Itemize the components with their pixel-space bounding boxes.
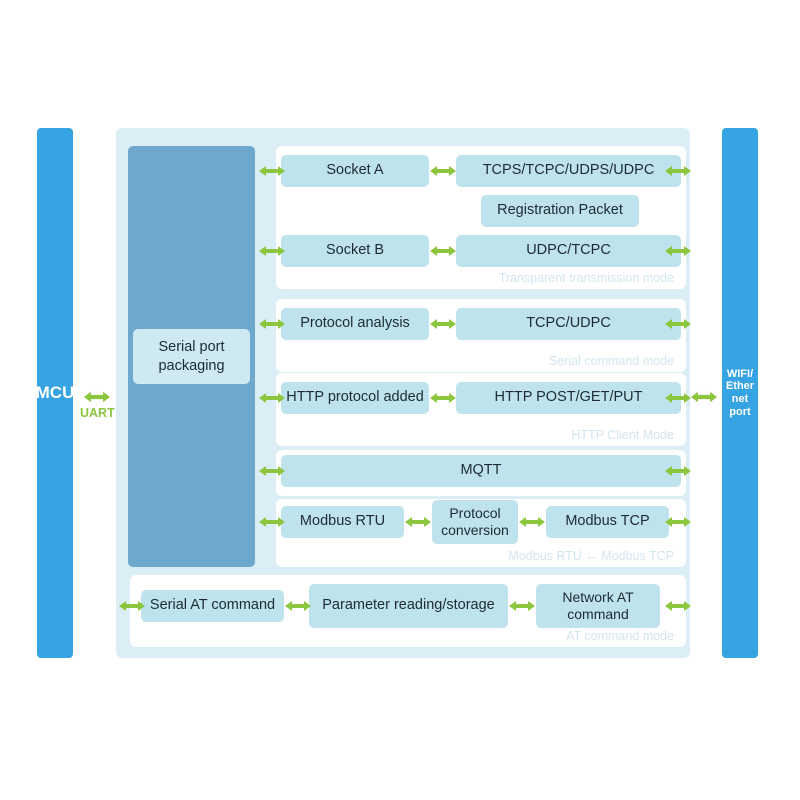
- arrow-mqtt-to-network-icon: [665, 463, 691, 479]
- node-parameter-reading-storage[interactable]: Parameter reading/storage: [309, 584, 508, 628]
- arrow-tcpc-udpc-to-network-icon: [665, 316, 691, 332]
- uart-label: UART: [80, 406, 115, 420]
- network-port-bar: WIFI/ Ethernet port: [722, 128, 758, 658]
- section-at-command-mode-label: AT command mode: [566, 629, 674, 643]
- node-socket-b[interactable]: Socket B: [281, 235, 429, 267]
- arrow-http-protocol-to-http-methods-icon: [430, 390, 456, 406]
- network-arrow-icon: [691, 389, 721, 407]
- arrow-conversion-to-modbus-tcp-icon: [519, 514, 545, 530]
- arrow-serial-to-modbus-rtu-icon: [259, 514, 285, 530]
- node-udpc-tcpc[interactable]: UDPC/TCPC: [456, 235, 681, 267]
- node-protocol-analysis[interactable]: Protocol analysis: [281, 308, 429, 340]
- node-http-protocol-added[interactable]: HTTP protocol added: [281, 382, 429, 414]
- arrow-parameter-to-network-at-icon: [509, 598, 535, 614]
- node-protocol-conversion[interactable]: Protocol conversion: [432, 500, 518, 544]
- section-http-client-mode-label: HTTP Client Mode: [571, 428, 674, 442]
- arrow-network-at-to-network-icon: [665, 598, 691, 614]
- arrow-serial-to-mqtt-icon: [259, 463, 285, 479]
- node-tcpc-udpc[interactable]: TCPC/UDPC: [456, 308, 681, 340]
- arrow-serial-to-socket-a-icon: [259, 163, 285, 179]
- section-serial-command-mode-label: Serial command mode: [548, 354, 674, 368]
- node-serial-at-command[interactable]: Serial AT command: [141, 590, 284, 622]
- uart-arrow-icon: [84, 389, 114, 407]
- node-http-post-get-put[interactable]: HTTP POST/GET/PUT: [456, 382, 681, 414]
- arrow-socket-a-to-protocols-icon: [430, 163, 456, 179]
- arrow-mcu-to-serial-at-command-icon: [119, 598, 145, 614]
- arrow-serial-to-protocol-analysis-icon: [259, 316, 285, 332]
- node-registration-packet[interactable]: Registration Packet: [481, 195, 639, 227]
- node-tcps-tcpc-udps-udpc[interactable]: TCPS/TCPC/UDPS/UDPC: [456, 155, 681, 187]
- mcu-label: MCU: [35, 383, 75, 403]
- arrow-protocol-analysis-to-tcpc-udpc-icon: [430, 316, 456, 332]
- section-modbus-mode-label: Modbus RTU ↔ Modbus TCP: [508, 549, 674, 563]
- arrow-http-methods-to-network-icon: [665, 390, 691, 406]
- arrow-serial-to-socket-b-icon: [259, 243, 285, 259]
- node-network-at-command[interactable]: Network AT command: [536, 584, 660, 628]
- node-modbus-tcp[interactable]: Modbus TCP: [546, 506, 669, 538]
- section-transparent-mode-label: Transparent transmission mode: [498, 271, 674, 285]
- arrow-serial-to-http-protocol-icon: [259, 390, 285, 406]
- node-mqtt[interactable]: MQTT: [281, 455, 681, 487]
- arrow-udpc-tcpc-to-network-icon: [665, 243, 691, 259]
- arrow-protocols-to-network-icon: [665, 163, 691, 179]
- arrow-modbus-rtu-to-conversion-icon: [405, 514, 431, 530]
- network-port-label: WIFI/ Ethernet port: [725, 367, 755, 418]
- serial-port-packaging-label: Serial port packaging: [133, 329, 250, 384]
- arrow-modbus-tcp-to-network-icon: [665, 514, 691, 530]
- arrow-socket-b-to-udpc-tcpc-icon: [430, 243, 456, 259]
- arrow-serial-at-to-parameter-icon: [285, 598, 311, 614]
- mcu-bar: MCU: [35, 128, 75, 658]
- serial-port-packaging-column: Serial port packaging: [128, 146, 255, 567]
- node-socket-a[interactable]: Socket A: [281, 155, 429, 187]
- node-modbus-rtu[interactable]: Modbus RTU: [281, 506, 404, 538]
